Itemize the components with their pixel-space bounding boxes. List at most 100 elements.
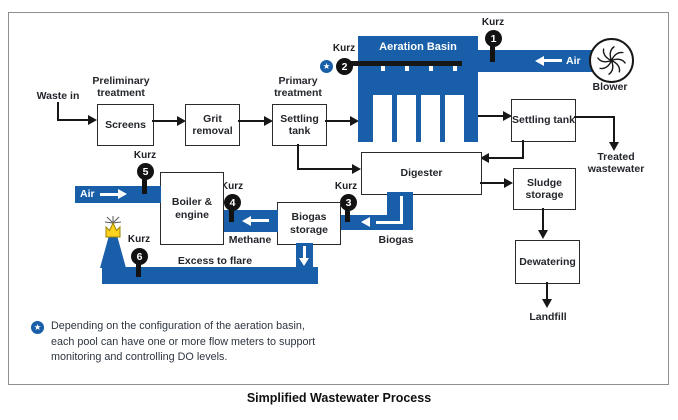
- preliminary-treatment-label: Preliminary treatment: [92, 75, 150, 100]
- arrow-dewatering-landfill: [542, 299, 552, 308]
- landfill-label: Landfill: [529, 311, 567, 323]
- flare-flame-icon: [104, 216, 122, 238]
- arrow-basin-settling2: [503, 111, 512, 121]
- line-settling2-digester-h: [489, 157, 524, 159]
- digester-box: Digester: [361, 152, 482, 195]
- grit-removal-box: Grit removal: [185, 104, 240, 146]
- primary-settling-tank-box: Settling tank: [272, 104, 327, 146]
- flow-meter-note-star-icon: ★: [320, 60, 333, 73]
- methane-arrow-head: [242, 216, 251, 226]
- probe-tick: [453, 66, 457, 71]
- kurz-label-6: Kurz: [127, 234, 151, 245]
- line-settling-digester-v: [297, 144, 299, 170]
- excess-arrow-head: [299, 258, 309, 266]
- dewatering-box: Dewatering: [515, 240, 580, 284]
- biogas-storage-label: Biogas storage: [290, 211, 328, 236]
- grit-removal-label: Grit removal: [192, 112, 233, 137]
- treated-wastewater-label: Treated wastewater: [587, 151, 645, 176]
- boiler-engine-label: Boiler & engine: [171, 196, 213, 221]
- waste-in-line-h: [57, 119, 89, 121]
- kurz-label-4: Kurz: [220, 181, 244, 192]
- biogas-storage-box: Biogas storage: [277, 202, 341, 245]
- screens-box: Screens: [97, 104, 154, 146]
- kurz-2-probe-bar: [351, 61, 462, 66]
- air-intake-arrow-shaft: [100, 193, 118, 196]
- arrow-grit-settling: [264, 116, 273, 126]
- kurz-label-5: Kurz: [133, 150, 157, 161]
- screens-label: Screens: [105, 118, 146, 131]
- line-dewatering-landfill: [546, 282, 548, 300]
- excess-duct-bottom: [102, 267, 318, 284]
- biogas-arrow-head: [361, 217, 370, 227]
- aeration-basin-label: Aeration Basin: [379, 41, 457, 53]
- kurz-meter-2: 2: [336, 58, 353, 75]
- sludge-storage-label: Sludge storage: [525, 176, 564, 201]
- kurz-label-1: Kurz: [481, 17, 505, 28]
- blower-fan-icon: [597, 46, 626, 75]
- arrow-settling2-digester: [480, 153, 489, 163]
- line-grit-settling: [238, 120, 264, 122]
- arrow-settling-digester: [352, 164, 361, 174]
- line-settling-basin: [325, 120, 350, 122]
- arrow-screens-grit: [177, 116, 186, 126]
- biogas-duct-horizontal: [337, 215, 413, 230]
- digester-label: Digester: [400, 167, 443, 180]
- line-settling2-right: [574, 116, 615, 118]
- aeration-pool: [445, 95, 464, 168]
- blower: [589, 38, 634, 83]
- line-sludge-dewatering: [542, 208, 544, 231]
- probe-tick: [429, 66, 433, 71]
- kurz-meter-6: 6: [131, 248, 148, 265]
- line-settling-digester-h: [297, 168, 352, 170]
- line-basin-settling2: [478, 115, 503, 117]
- air-supply-label: Air: [566, 55, 581, 67]
- kurz-4-stem: [229, 209, 234, 222]
- diagram-frame: [8, 12, 669, 385]
- biogas-arrow-shaft-v: [400, 196, 403, 222]
- line-settling2-digester-v: [522, 140, 524, 159]
- diagram-caption: Simplified Wastewater Process: [246, 391, 432, 405]
- primary-settling-label: Settling tank: [280, 112, 319, 137]
- kurz-1-stem: [490, 45, 495, 62]
- kurz-6-stem: [136, 263, 141, 277]
- aeration-pool: [373, 95, 392, 168]
- blower-label: Blower: [592, 81, 628, 93]
- footnote: Depending on the configuration of the ae…: [51, 319, 361, 366]
- sludge-storage-box: Sludge storage: [513, 168, 576, 210]
- waste-in-label: Waste in: [36, 90, 80, 102]
- dewatering-label: Dewatering: [519, 255, 576, 268]
- kurz-3-stem: [345, 209, 350, 222]
- aeration-pool: [421, 95, 440, 168]
- kurz-meter-5: 5: [137, 163, 154, 180]
- arrow-sludge-dewatering: [538, 230, 548, 239]
- air-arrow-head: [535, 56, 544, 66]
- methane-label: Methane: [228, 234, 272, 246]
- line-digester-sludge: [480, 182, 504, 184]
- footnote-line: each pool can have one or more flow mete…: [51, 335, 316, 348]
- footnote-line: Depending on the configuration of the ae…: [51, 320, 305, 332]
- arrow-treated: [609, 142, 619, 151]
- secondary-settling-tank-box: Settling tank: [511, 99, 576, 142]
- waste-in-line-v: [57, 102, 59, 121]
- methane-arrow-shaft: [251, 219, 269, 222]
- kurz-5-stem: [142, 178, 147, 194]
- footnote-line: monitoring and controlling DO levels.: [51, 351, 228, 363]
- kurz-meter-4: 4: [224, 194, 241, 211]
- air-intake-label: Air: [80, 188, 95, 200]
- line-screens-grit: [152, 120, 177, 122]
- kurz-label-2: Kurz: [332, 43, 356, 54]
- primary-treatment-label: Primary treatment: [274, 75, 322, 100]
- excess-arrow-shaft: [303, 246, 306, 259]
- probe-tick: [381, 66, 385, 71]
- probe-tick: [405, 66, 409, 71]
- arrow-waste-to-screens: [88, 115, 97, 125]
- kurz-label-3: Kurz: [334, 181, 358, 192]
- biogas-arrow-shaft-h: [376, 221, 403, 224]
- boiler-engine-box: Boiler & engine: [160, 172, 224, 245]
- biogas-label: Biogas: [378, 234, 414, 246]
- kurz-meter-3: 3: [340, 194, 357, 211]
- kurz-meter-1: 1: [485, 30, 502, 47]
- excess-to-flare-label: Excess to flare: [177, 255, 253, 267]
- aeration-pool: [397, 95, 416, 168]
